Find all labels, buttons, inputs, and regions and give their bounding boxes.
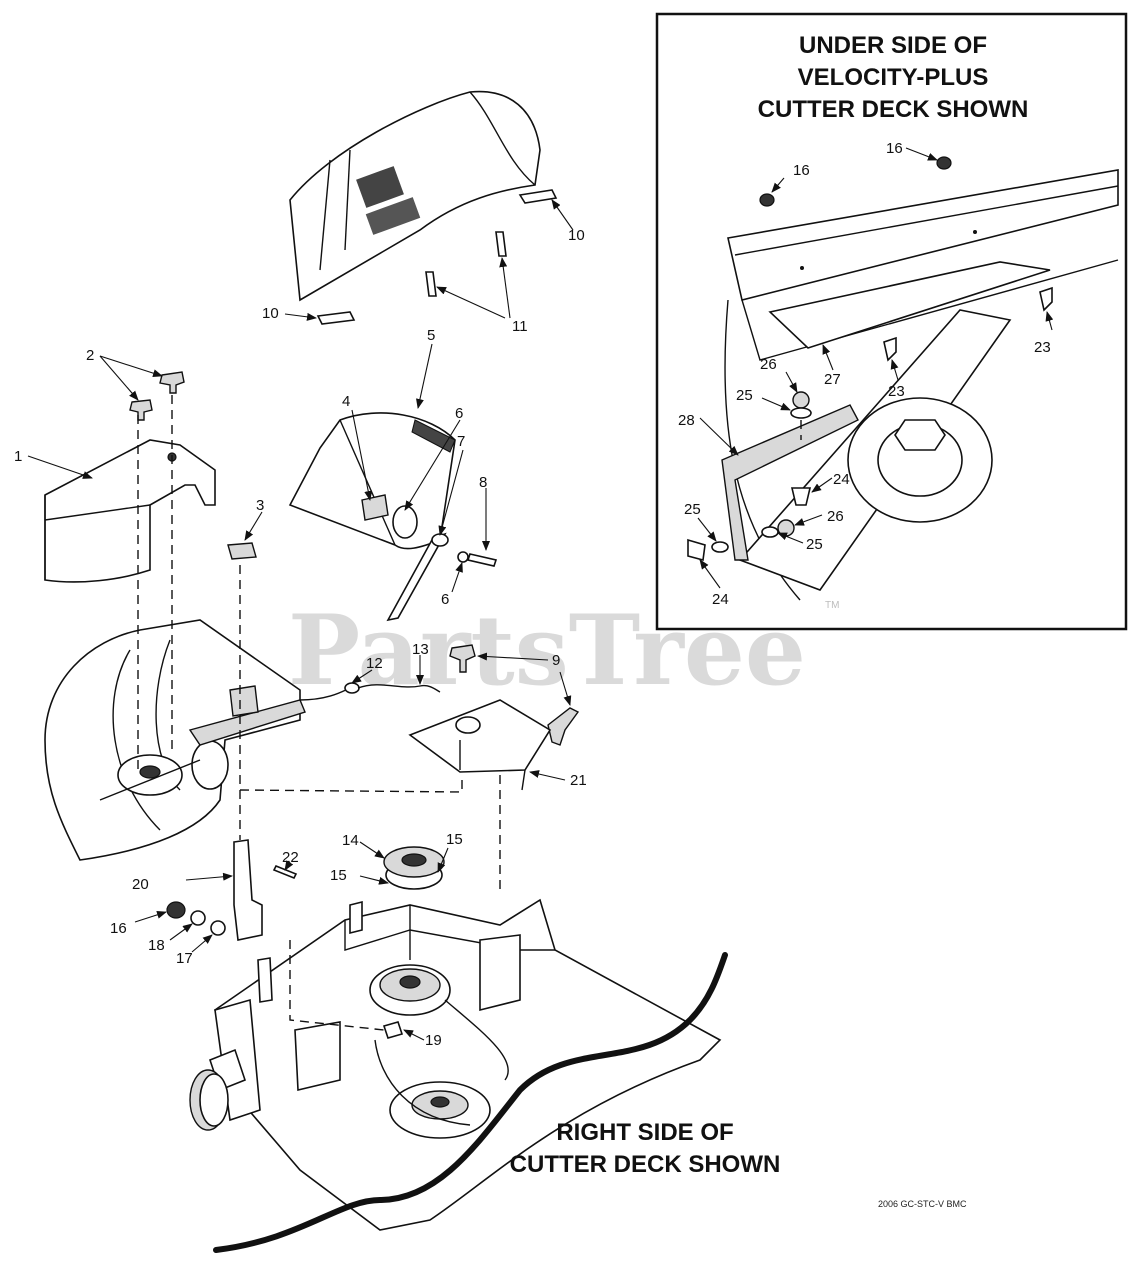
callout-25-c: 25 bbox=[684, 501, 701, 518]
inset-heading-line1: UNDER SIDE OF bbox=[799, 32, 987, 59]
callout-2: 2 bbox=[86, 347, 94, 364]
idler-pulley-14 bbox=[383, 846, 445, 890]
footer-code: 2006 GC-STC-V BMC bbox=[878, 1199, 967, 1209]
pin-10-top bbox=[518, 189, 558, 204]
callout-16-inset-b: 16 bbox=[886, 140, 903, 157]
deck-left-housing bbox=[44, 619, 306, 861]
callout-19: 19 bbox=[425, 1032, 442, 1049]
callout-28: 28 bbox=[678, 412, 695, 429]
callout-17: 17 bbox=[176, 950, 193, 967]
callout-13: 13 bbox=[412, 641, 429, 658]
break-line bbox=[213, 952, 728, 1253]
inset-heading-line3: CUTTER DECK SHOWN bbox=[758, 96, 1029, 123]
pin-8 bbox=[466, 553, 498, 567]
callout-23-b: 23 bbox=[888, 383, 905, 400]
mounting-plate-21 bbox=[408, 699, 552, 791]
washer-6 bbox=[457, 551, 469, 563]
cutter-deck bbox=[214, 898, 722, 1231]
main-heading-line1: RIGHT SIDE OF bbox=[556, 1119, 733, 1146]
trademark: TM bbox=[825, 600, 839, 611]
callout-4: 4 bbox=[342, 393, 350, 410]
clip-12 bbox=[344, 682, 360, 694]
callout-3: 3 bbox=[256, 497, 264, 514]
bolt-23-a bbox=[1039, 286, 1053, 312]
callout-7: 7 bbox=[457, 433, 465, 450]
knob-2-b bbox=[159, 371, 185, 394]
callout-24-b: 24 bbox=[712, 591, 729, 608]
washer-25-b bbox=[761, 526, 779, 538]
washer-25-a bbox=[790, 407, 812, 419]
caster-wheel bbox=[189, 1048, 246, 1131]
callout-16-inset-a: 16 bbox=[793, 162, 810, 179]
callout-6-b: 6 bbox=[441, 591, 449, 608]
callout-20: 20 bbox=[132, 876, 149, 893]
callout-27: 27 bbox=[824, 371, 841, 388]
discharge-chute bbox=[289, 90, 558, 325]
callout-22: 22 bbox=[282, 849, 299, 866]
callout-25-a: 25 bbox=[736, 387, 753, 404]
baffle-27 bbox=[768, 261, 1051, 349]
callout-24-a: 24 bbox=[833, 471, 850, 488]
inset-heading-line2: VELOCITY-PLUS bbox=[798, 64, 989, 91]
callout-5: 5 bbox=[427, 327, 435, 344]
inset-panel: UNDER SIDE OF VELOCITY-PLUS CUTTER DECK … bbox=[655, 12, 1128, 631]
callout-10-a: 10 bbox=[568, 227, 585, 244]
main-heading-line2: CUTTER DECK SHOWN bbox=[510, 1151, 781, 1178]
callout-23-a: 23 bbox=[1034, 339, 1051, 356]
bolt-23-b bbox=[883, 336, 897, 362]
pad-3 bbox=[227, 542, 257, 560]
callout-11: 11 bbox=[512, 318, 528, 335]
callout-10-b: 10 bbox=[262, 305, 279, 322]
callout-9: 9 bbox=[552, 652, 560, 669]
spring-22 bbox=[272, 864, 298, 880]
washer-18 bbox=[190, 910, 206, 926]
callout-26-a: 26 bbox=[760, 356, 777, 373]
knob-9-side bbox=[547, 707, 580, 746]
knob-9-top bbox=[449, 644, 476, 673]
callout-6-a: 6 bbox=[455, 405, 463, 422]
bracket-20 bbox=[233, 839, 263, 941]
callout-14: 14 bbox=[342, 832, 359, 849]
callout-18: 18 bbox=[148, 937, 165, 954]
callout-15-b: 15 bbox=[446, 831, 463, 848]
callout-12: 12 bbox=[366, 655, 383, 672]
nut-16-inset-b bbox=[936, 156, 952, 170]
bolt-24-a bbox=[790, 487, 812, 506]
nut-26-a bbox=[792, 391, 810, 409]
clip-11-b bbox=[425, 271, 437, 297]
deck-rail bbox=[727, 169, 1119, 361]
callout-15-a: 15 bbox=[330, 867, 347, 884]
callout-26-b: 26 bbox=[827, 508, 844, 525]
callout-1: 1 bbox=[14, 448, 22, 465]
nut-16 bbox=[166, 901, 186, 919]
callout-21: 21 bbox=[570, 772, 587, 789]
spindle-hub bbox=[847, 397, 993, 523]
callout-25-b: 25 bbox=[806, 536, 823, 553]
clip-11-a bbox=[495, 231, 507, 257]
callout-8: 8 bbox=[479, 474, 487, 491]
bolt-19 bbox=[382, 1021, 404, 1039]
nut-16-inset-a bbox=[759, 193, 775, 207]
bracket-28 bbox=[721, 404, 859, 561]
callout-16: 16 bbox=[110, 920, 127, 937]
washer-25-c bbox=[711, 541, 729, 553]
deflector-housing-5 bbox=[288, 412, 456, 550]
knob-2-a bbox=[129, 399, 153, 421]
washer-17 bbox=[210, 920, 226, 936]
belt-cover-1 bbox=[44, 439, 216, 583]
pin-10-bottom bbox=[316, 311, 356, 325]
